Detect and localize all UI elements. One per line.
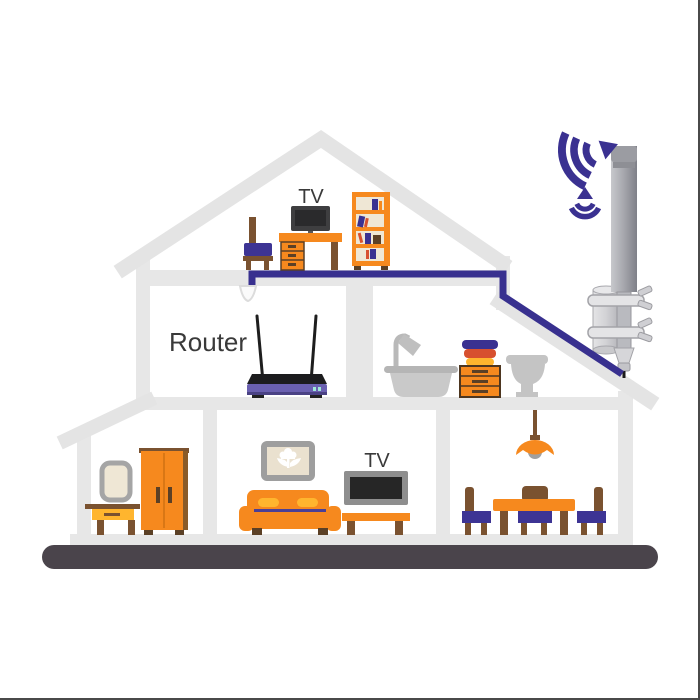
living-tv-label: TV — [364, 450, 390, 472]
dining-room — [462, 410, 606, 535]
bathroom — [384, 333, 548, 398]
wall-living-dining — [436, 410, 450, 545]
mounting-clamps — [587, 285, 653, 343]
flatscreen-tv — [344, 471, 408, 505]
secondary-roof — [489, 291, 660, 411]
main-roof — [113, 129, 513, 279]
right-wall — [618, 391, 633, 545]
router-room: Router — [169, 314, 327, 398]
bathroom-cabinet — [459, 340, 501, 398]
living-room: TV — [239, 441, 410, 535]
toilet — [506, 355, 548, 397]
desk — [279, 233, 342, 271]
bedroom — [85, 448, 189, 535]
wall-router-bathroom — [346, 286, 373, 397]
middle-floor — [136, 397, 633, 410]
books — [357, 199, 382, 259]
shower-head — [398, 334, 421, 356]
wifi-router — [247, 314, 327, 398]
picture-frame — [261, 441, 315, 481]
wifi-signal-icon-small — [568, 187, 602, 220]
extension-roof — [56, 391, 158, 450]
extension-wall — [77, 434, 91, 545]
cable-grommet — [238, 285, 258, 303]
attic-tv-label: TV — [298, 186, 324, 208]
mirror — [99, 460, 133, 503]
ground-bar — [42, 545, 658, 569]
coax-cable — [248, 270, 624, 377]
computer-monitor — [291, 206, 330, 236]
pendant-lamp — [516, 410, 554, 459]
left-wall — [136, 259, 150, 403]
dining-chair-right — [577, 487, 606, 535]
wall-bedroom-living — [203, 410, 217, 545]
attic-office: TV — [243, 186, 390, 271]
antenna-connector — [613, 347, 635, 378]
desk-chair — [243, 217, 273, 270]
router-label: Router — [169, 327, 247, 357]
vanity-table — [85, 504, 140, 535]
sofa — [239, 490, 341, 535]
wifi-signal-icon-large — [558, 131, 618, 190]
bathtub-shower — [384, 333, 458, 397]
tulip-art — [277, 448, 301, 468]
dining-table — [493, 499, 575, 535]
ground-floor-slab — [70, 534, 633, 545]
antenna-mast-assembly — [587, 146, 653, 378]
bookshelf — [352, 192, 390, 270]
house-frame — [56, 129, 660, 545]
dining-chair-center — [518, 486, 552, 535]
tv-stand — [342, 513, 410, 535]
dining-chair-left — [462, 487, 491, 535]
wardrobe — [139, 448, 189, 535]
